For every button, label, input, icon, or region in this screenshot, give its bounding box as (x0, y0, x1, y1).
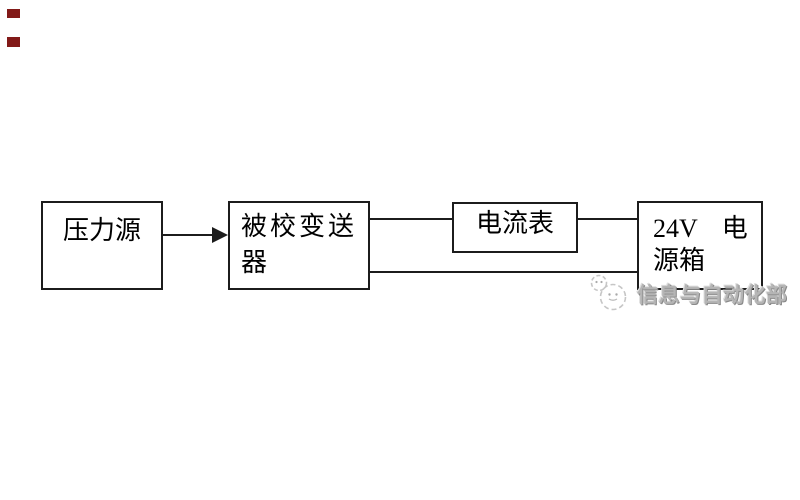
box-ammeter-label: 电流表 (475, 209, 554, 238)
watermark-text: 信息与自动化部 (637, 284, 788, 307)
box-24v-power-supply-label-line1: 24V 电 (653, 214, 748, 243)
box-calibrated-transmitter-label-line2: 器 (241, 248, 271, 277)
watermark-logo-icon (590, 274, 627, 311)
arrow-head-icon (212, 227, 228, 243)
box-pressure-source: 压力源 (41, 201, 163, 290)
box-24v-power-supply-label-line2: 源箱 (653, 246, 706, 275)
arrow-shaft (163, 234, 213, 236)
red-marker-bottom (7, 37, 20, 47)
box-calibrated-transmitter: 被校变送 器 (228, 201, 370, 290)
red-marker-top (7, 9, 20, 18)
box-pressure-source-label: 压力源 (62, 216, 141, 245)
box-ammeter: 电流表 (452, 202, 578, 253)
connector-transmitter-to-ammeter (370, 218, 454, 220)
box-24v-power-supply: 24V 电 源箱 (637, 201, 763, 290)
box-calibrated-transmitter-label-line1: 被校变送 (241, 212, 358, 241)
connector-transmitter-to-power-bottom (370, 271, 639, 273)
connector-ammeter-to-power (578, 218, 639, 220)
